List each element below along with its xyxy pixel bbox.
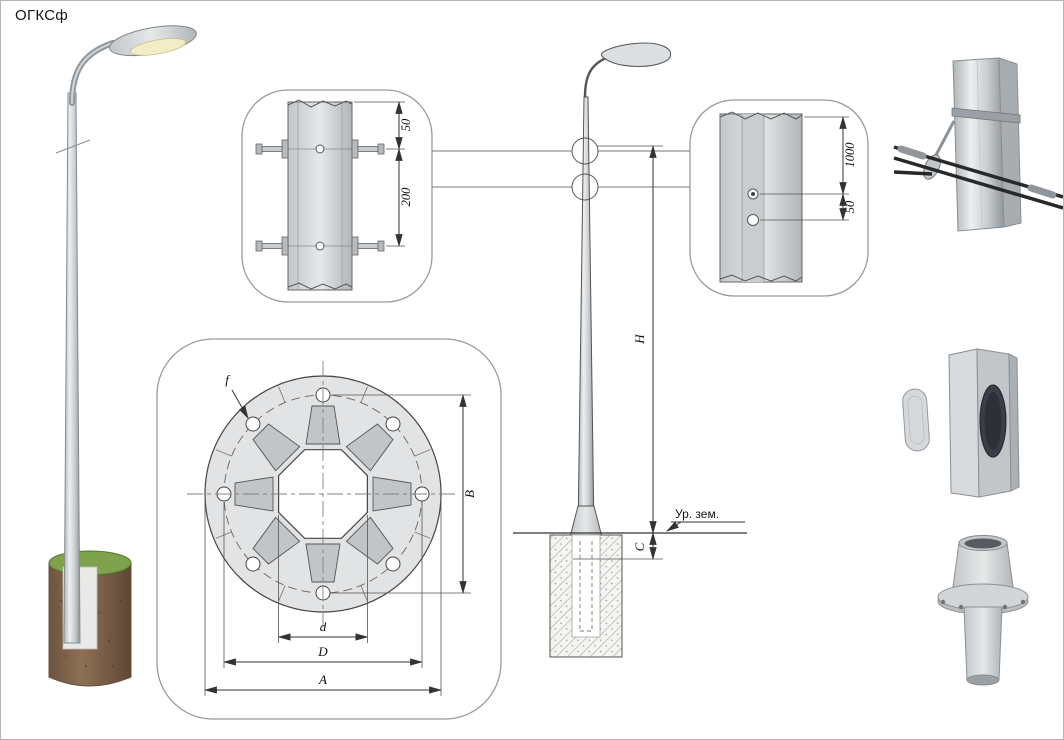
dim-50-top: 50 — [399, 118, 413, 131]
dim-50-entry: 50 — [843, 200, 857, 213]
break-line-top — [719, 111, 803, 120]
elevation-lamp-head — [601, 42, 672, 67]
pole-3d-render — [48, 25, 197, 687]
prism-front — [952, 57, 1005, 232]
clamp-assembly-lower — [255, 236, 385, 256]
clamp-assembly-upper — [255, 139, 385, 159]
detail-marker-circle-lower — [571, 173, 599, 201]
dim-A-label: A — [318, 672, 327, 687]
pole-clamps-3d-render — [893, 57, 1063, 232]
pole-shaft — [63, 92, 81, 644]
entry-hole — [747, 214, 759, 226]
flange-detail-callout: f B d D A — [156, 338, 502, 720]
flange-bolt-holes — [216, 387, 430, 601]
cable-sleeves — [897, 145, 1057, 199]
lamp-arm-highlight — [70, 41, 115, 105]
hand-hole-3d-render — [902, 348, 1020, 498]
leader-f — [231, 389, 249, 419]
lower-tube — [963, 606, 1003, 681]
dim-d-label: d — [320, 619, 327, 634]
lower-tube-bottom — [966, 674, 1000, 686]
break-line-top — [287, 99, 353, 108]
pole-elevation-drawing: Ур. зем. H C — [513, 42, 747, 658]
elevation-lamp-arm — [583, 54, 612, 98]
dim-1000: 1000 — [843, 142, 857, 168]
pole-break-mark — [55, 139, 91, 154]
flange-gussets — [234, 405, 412, 583]
dim-B-label: B — [462, 490, 477, 498]
shell-top-opening — [964, 538, 1002, 549]
embedded-pole-hidden-lines — [579, 541, 593, 632]
break-line-bottom — [719, 274, 803, 282]
ground-label-arrow — [666, 521, 682, 532]
suspension-strap — [933, 120, 956, 158]
lamp-lens — [130, 38, 187, 56]
dim-C-label: C — [632, 542, 647, 551]
dim-200: 200 — [399, 187, 413, 207]
product-code-title: ОГКСф — [15, 7, 69, 24]
lamp-head — [109, 25, 197, 57]
hand-hole-cover — [902, 388, 930, 452]
dim-f-label: f — [225, 372, 231, 387]
foundation-speckles — [55, 584, 123, 668]
prism-side — [1008, 353, 1020, 492]
hand-hole-recess — [984, 392, 1002, 450]
prism-facet-left — [948, 348, 980, 498]
cable-entry-detail-callout: 1000 50 — [689, 99, 869, 297]
ground-bolt-center — [751, 192, 755, 196]
break-line-bottom — [287, 282, 353, 290]
clamp-detail-callout: 50 200 — [241, 89, 433, 303]
base-shell-3d-render — [937, 535, 1029, 686]
detail-marker-circle-upper — [571, 137, 599, 165]
pole-section-band — [287, 101, 353, 291]
flange-ring — [937, 583, 1029, 611]
dim-D-label: D — [317, 644, 328, 659]
foundation-pocket — [571, 534, 601, 638]
ground-level-label: Ур. зем. — [675, 507, 719, 521]
dim-H-label: H — [632, 334, 647, 345]
facet-line — [976, 59, 983, 230]
suspension-band — [951, 107, 1021, 124]
detail-leader-lines — [432, 150, 690, 188]
